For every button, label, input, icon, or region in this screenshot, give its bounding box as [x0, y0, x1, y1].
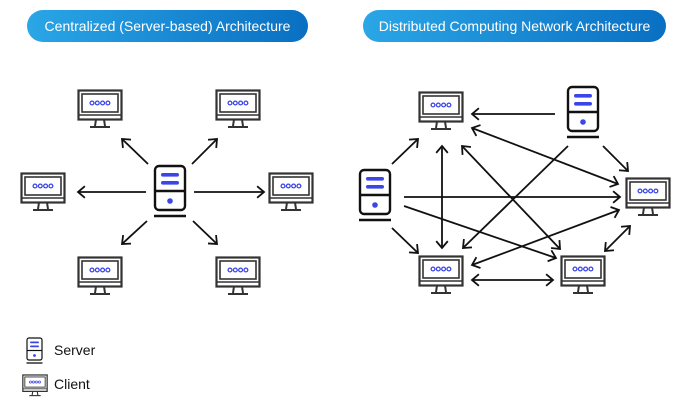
arrow-head-icon	[120, 234, 132, 245]
arrow-head-icon	[207, 234, 219, 245]
legend	[22, 337, 48, 397]
distributed-edge-server-top-right-to-client-top	[470, 107, 555, 121]
connection-line	[391, 138, 419, 165]
arrow-head-icon	[610, 206, 621, 219]
legend-server-label: Server	[54, 342, 96, 358]
arrow-head-icon	[120, 138, 132, 149]
distributed-edge-server-left-to-client-bottom-right	[403, 205, 558, 263]
legend-server-icon	[26, 337, 43, 364]
distributed-edge-server-top-right-to-client-right	[602, 145, 629, 172]
arrow-head-icon	[408, 243, 420, 254]
arrow-head-icon	[618, 161, 629, 172]
distributed-edge-server-left-to-client-bottom-left	[391, 227, 420, 254]
arrow-head-icon	[550, 239, 561, 251]
arrow-head-icon	[435, 144, 449, 154]
arrow-head-icon	[207, 138, 218, 149]
distributed-edge-client-bottom-left-to-client-bottom-right	[470, 273, 555, 287]
arrow-head-icon	[612, 190, 622, 204]
connection-line	[191, 138, 218, 165]
distributed-edge-client-top-to-client-bottom-left	[435, 144, 449, 250]
centralized-client-top-left-monitor-icon	[77, 89, 123, 129]
centralized-edge-server-to-client-top-left	[120, 138, 149, 165]
centralized-client-bottom-right-monitor-icon	[215, 256, 261, 296]
connection-line	[192, 220, 218, 245]
centralized-architecture-title: Centralized (Server-based) Architecture	[27, 10, 308, 42]
connection-line	[121, 138, 149, 165]
distributed-client-top-monitor-icon	[418, 91, 464, 131]
centralized-client-top-right-monitor-icon	[215, 89, 261, 129]
distributed-edge-server-left-to-client-right	[404, 190, 622, 204]
connection-line	[121, 220, 148, 245]
arrow-head-icon	[76, 185, 86, 199]
arrow-head-icon	[470, 124, 481, 137]
distributed-edge-server-left-to-client-top	[391, 138, 420, 165]
centralized-edge-server-to-client-left	[76, 185, 146, 199]
distributed-edge-client-top-to-client-bottom-right	[461, 144, 561, 251]
arrow-head-icon	[470, 107, 480, 121]
centralized-edge-server-to-client-bottom-right	[192, 220, 219, 245]
arrow-head-icon	[620, 225, 631, 236]
centralized-edge-server-to-client-right	[194, 185, 266, 199]
connection-line	[471, 209, 620, 266]
arrow-head-icon	[461, 144, 472, 156]
distributed-architecture-title: Distributed Computing Network Architectu…	[363, 10, 666, 42]
arrow-head-icon	[435, 240, 449, 250]
legend-client-icon	[22, 374, 48, 397]
connection-line	[471, 127, 619, 185]
nodes-layer	[20, 85, 671, 296]
legend-client-label: Client	[54, 376, 90, 392]
connection-line	[461, 145, 561, 250]
connection-line	[602, 145, 629, 172]
connections-layer	[76, 107, 631, 287]
distributed-client-bottom-right-monitor-icon	[560, 255, 606, 295]
distributed-client-bottom-left-monitor-icon	[418, 255, 464, 295]
distributed-edge-client-top-to-client-right	[470, 124, 620, 188]
centralized-server-server-icon	[153, 164, 187, 218]
arrow-head-icon	[604, 241, 615, 252]
centralized-edge-server-to-client-bottom-left	[120, 220, 148, 245]
connection-line	[391, 227, 419, 254]
distributed-client-right-monitor-icon	[625, 177, 671, 217]
arrow-head-icon	[470, 256, 481, 269]
centralized-client-bottom-left-monitor-icon	[77, 256, 123, 296]
distributed-server-left-server-icon	[358, 168, 392, 222]
distributed-edge-client-right-to-client-bottom-right	[604, 225, 631, 252]
centralized-edge-server-to-client-top-right	[191, 138, 218, 165]
centralized-client-left-monitor-icon	[20, 172, 66, 212]
arrow-head-icon	[545, 273, 555, 287]
arrow-head-icon	[256, 185, 266, 199]
distributed-edge-client-bottom-left-to-client-right	[470, 206, 621, 269]
connection-line	[604, 225, 631, 252]
arrow-head-icon	[408, 138, 420, 149]
centralized-title-text: Centralized (Server-based) Architecture	[44, 18, 291, 34]
arrow-head-icon	[609, 175, 620, 188]
arrow-head-icon	[547, 249, 558, 263]
connection-line	[403, 205, 557, 259]
arrow-head-icon	[470, 273, 480, 287]
distributed-server-top-right-server-icon	[566, 85, 600, 139]
centralized-client-right-monitor-icon	[268, 172, 314, 212]
distributed-title-text: Distributed Computing Network Architectu…	[378, 18, 651, 34]
arrow-head-icon	[461, 238, 473, 249]
